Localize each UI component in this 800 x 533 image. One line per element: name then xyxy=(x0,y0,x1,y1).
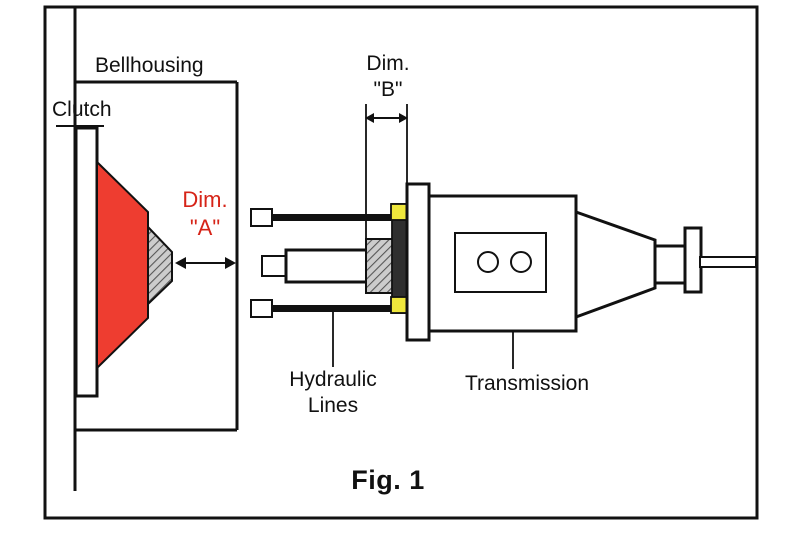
clutch-backing-plate xyxy=(74,126,99,398)
dim-a-label-line2: "A" xyxy=(189,215,221,240)
cover-bolt-left xyxy=(477,251,499,273)
output-shaft xyxy=(699,256,757,268)
dim-b-arrowhead-left-icon xyxy=(365,113,374,123)
dim-b-label-line2: "B" xyxy=(373,78,403,101)
output-flange xyxy=(683,226,703,294)
hydraulic-lines-label-line2: Lines xyxy=(307,394,359,417)
bellhousing-label: Bellhousing xyxy=(95,54,204,77)
fitting-yellow-lower xyxy=(390,296,409,314)
dim-b-label-line1: Dim. xyxy=(366,52,410,75)
clutch-pressure-plate xyxy=(96,159,149,371)
clutch-label: Clutch xyxy=(52,98,112,121)
dim-a-arrowhead-left-icon xyxy=(175,257,186,269)
transmission-label: Transmission xyxy=(464,372,590,395)
hydraulic-lines-label-line1: Hydraulic xyxy=(289,368,377,391)
figure-caption: Fig. 1 xyxy=(351,465,425,495)
dim-a-arrowhead-right-icon xyxy=(225,257,236,269)
hydraulic-line-lower xyxy=(270,305,393,312)
input-shaft-tip xyxy=(261,255,289,277)
input-shaft xyxy=(284,248,370,284)
dim-a-label: Dim. "A" xyxy=(166,186,244,242)
hydraulic-fitting-upper xyxy=(250,208,273,227)
fitting-yellow-upper xyxy=(390,203,409,221)
hydraulic-lines-label: Hydraulic Lines xyxy=(276,367,390,419)
output-housing xyxy=(653,244,689,285)
transmission-cover-plate xyxy=(454,232,547,293)
dim-a-label-line1: Dim. xyxy=(182,187,228,212)
dim-b-label: Dim. "B" xyxy=(352,51,424,103)
throwout-bearing xyxy=(365,238,394,294)
hydraulic-line-upper xyxy=(270,214,393,221)
transmission-front-plate xyxy=(405,182,431,342)
cover-bolt-right xyxy=(510,251,532,273)
hydraulic-fitting-lower xyxy=(250,299,273,318)
dim-b-arrowhead-right-icon xyxy=(399,113,408,123)
tail-housing xyxy=(574,209,657,320)
clutch-hub-cone xyxy=(147,224,173,307)
